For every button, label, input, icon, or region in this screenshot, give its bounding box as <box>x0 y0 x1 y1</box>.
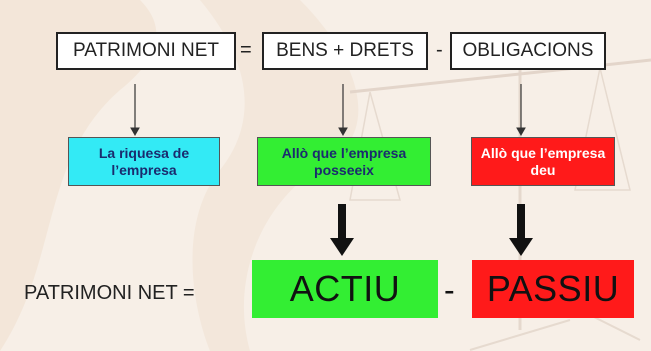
description-patrimoni: La riquesa de l’empresa <box>68 137 220 186</box>
term-patrimoni-net: PATRIMONI NET <box>56 32 236 70</box>
term-bens-drets-label: BENS + DRETS <box>276 40 414 61</box>
bottom-equation-label: PATRIMONI NET = <box>24 282 195 304</box>
minus-sign-top: - <box>436 39 443 61</box>
description-passiu: Allò que l’empresa deu <box>471 137 615 186</box>
passiu-box: PASSIU <box>472 260 634 318</box>
actiu-label: ACTIU <box>289 268 401 309</box>
description-actiu: Allò que l’empresa posseeix <box>257 137 431 186</box>
description-actiu-text: Allò que l’empresa posseeix <box>281 144 407 178</box>
thin-arrow-passiu <box>516 84 526 137</box>
description-patrimoni-text: La riquesa de l’empresa <box>98 144 190 178</box>
thick-arrow-passiu <box>509 204 533 256</box>
thin-arrow-patrimoni <box>130 84 140 137</box>
actiu-box: ACTIU <box>252 260 438 318</box>
term-obligacions: OBLIGACIONS <box>450 32 606 70</box>
thick-arrow-actiu <box>330 204 354 256</box>
equals-sign: = <box>240 39 252 61</box>
minus-sign-bottom: - <box>444 272 455 308</box>
term-obligacions-label: OBLIGACIONS <box>462 40 594 61</box>
description-passiu-text: Allò que l’empresa deu <box>480 144 606 178</box>
term-bens-drets: BENS + DRETS <box>262 32 428 70</box>
term-patrimoni-net-label: PATRIMONI NET <box>72 40 220 61</box>
passiu-label: PASSIU <box>486 268 620 309</box>
thin-arrow-actiu <box>338 84 348 137</box>
